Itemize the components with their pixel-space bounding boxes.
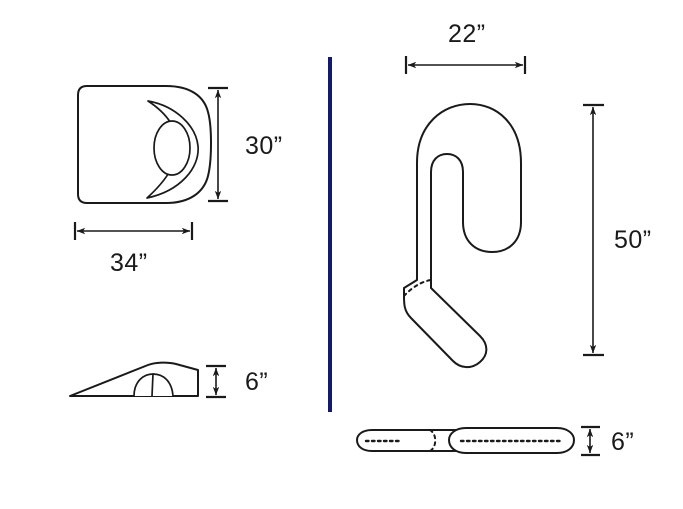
side-view-group (69, 361, 199, 397)
dimension-height-50: 50” (583, 103, 652, 357)
front-view-group (77, 85, 212, 204)
dim-30-label: 30” (245, 132, 283, 160)
flat-view-seam-arc (429, 429, 437, 452)
dimension-thickness-6-left: 6” (206, 364, 268, 399)
j-shape-body (403, 103, 522, 369)
dim-6-right-label: 6” (611, 428, 634, 456)
side-view-arch-center (151, 373, 154, 397)
dimension-height-30: 30” (208, 86, 283, 203)
dimension-width-34: 34” (73, 222, 194, 277)
dim-6-left-label: 6” (245, 368, 268, 396)
dim-34-label: 34” (110, 249, 148, 277)
dimension-width-22: 22” (404, 20, 527, 74)
j-shape-seam (403, 279, 432, 297)
j-shape-view-group (403, 103, 522, 369)
dim-50-label: 50” (614, 226, 652, 254)
front-view-inner-oval (153, 120, 191, 176)
dim-22-label: 22” (448, 20, 486, 48)
flat-view-group (356, 427, 575, 454)
dimension-thickness-6-right: 6” (581, 425, 634, 457)
